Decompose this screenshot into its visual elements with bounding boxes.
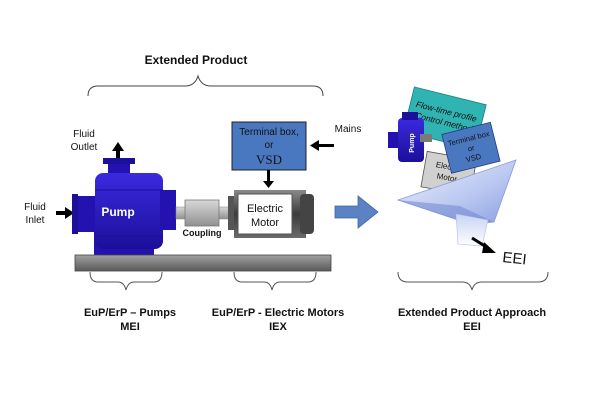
motors-label-2: IEX — [269, 321, 287, 333]
eei-output-label: EEI — [502, 249, 528, 268]
mini-pump-graphic — [388, 112, 432, 162]
down-arrow-icon — [263, 170, 274, 188]
terminal-card: Terminal box or VSD — [441, 121, 501, 174]
approach-label-1: Extended Product Approach — [398, 307, 546, 319]
pumps-label-2: MEI — [120, 321, 140, 333]
mains-arrow-icon — [310, 140, 334, 151]
funnel-group: Flow-time profile Control method Electri… — [388, 86, 517, 247]
mains-label: Mains — [335, 124, 362, 135]
terminal-card-label-2: or — [467, 143, 476, 153]
terminal-box-label-2: or — [265, 140, 275, 151]
fluid-inlet-label-1: Fluid — [24, 202, 46, 213]
pump-graphic — [72, 158, 176, 256]
funnel-spout — [455, 213, 489, 247]
fluid-inlet-label-2: Inlet — [26, 215, 45, 226]
pump-brace — [89, 271, 163, 291]
approach-label-2: EEI — [463, 321, 481, 333]
pumps-label-1: EuP/ErP – Pumps — [84, 307, 176, 319]
eei-arrow-icon — [471, 236, 496, 253]
transition-arrow-icon — [334, 195, 379, 229]
motor-brace — [233, 271, 317, 291]
pump-label: Pump — [101, 205, 134, 219]
motor-label-1: Electric — [247, 203, 284, 215]
outlet-arrow-icon — [112, 142, 124, 160]
motor-label-2: Motor — [251, 217, 279, 229]
fluid-outlet-label-1: Fluid — [73, 129, 95, 140]
mini-pump-label: Pump — [409, 133, 416, 152]
fluid-outlet-label-2: Outlet — [71, 142, 98, 153]
motor-card-label-2: Motor — [436, 171, 458, 183]
coupling-graphic — [184, 199, 220, 227]
terminal-box-label-1: Terminal box, — [239, 127, 298, 138]
approach-brace — [397, 271, 549, 291]
coupling-label: Coupling — [183, 228, 222, 238]
electric-motor-graphic — [228, 190, 314, 238]
inlet-arrow-icon — [56, 207, 74, 219]
terminal-card-label-3: VSD — [465, 152, 483, 165]
baseplate — [74, 254, 332, 272]
extended-product-title: Extended Product — [145, 53, 248, 67]
vsd-label: VSD — [256, 152, 282, 167]
motors-label-1: EuP/ErP - Electric Motors — [212, 307, 344, 319]
top-brace — [87, 74, 324, 97]
